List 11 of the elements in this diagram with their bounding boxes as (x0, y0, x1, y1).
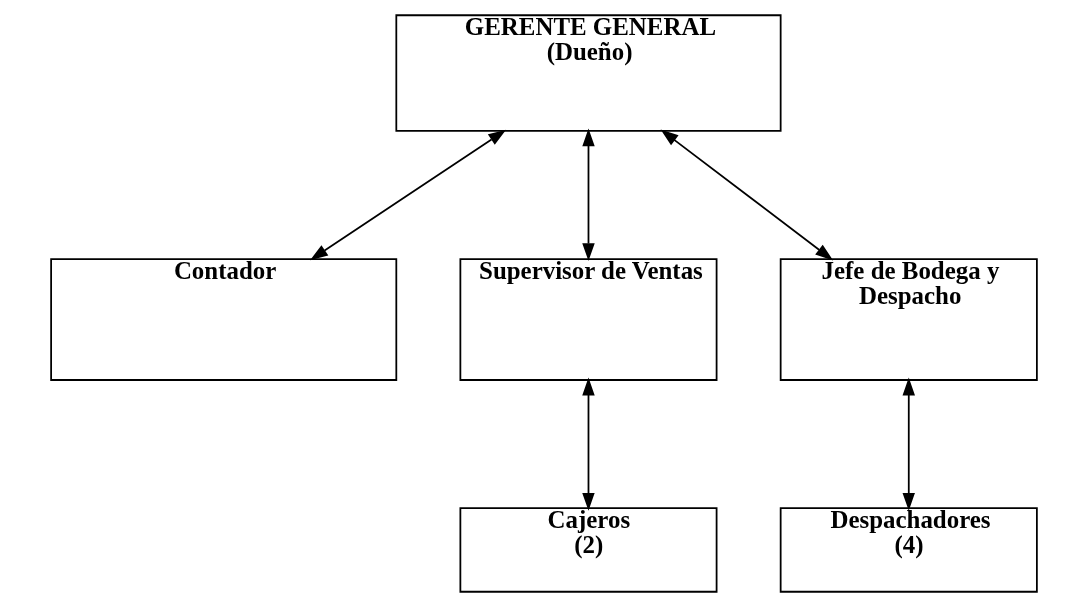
node-box: Cajeros (2) (459, 507, 717, 593)
arrow (581, 377, 595, 511)
node-box: Despachadores (4) (779, 507, 1038, 593)
node-box: GERENTE GENERAL (Dueño) (394, 14, 782, 132)
arrow (581, 128, 595, 261)
node-box: Contador (49, 258, 397, 381)
arrow (660, 129, 833, 261)
arrow (309, 129, 506, 261)
node-box: Supervisor de Ventas (459, 258, 717, 381)
arrow (902, 377, 915, 511)
node-box: Jefe de Bodega y Despacho (779, 258, 1038, 381)
